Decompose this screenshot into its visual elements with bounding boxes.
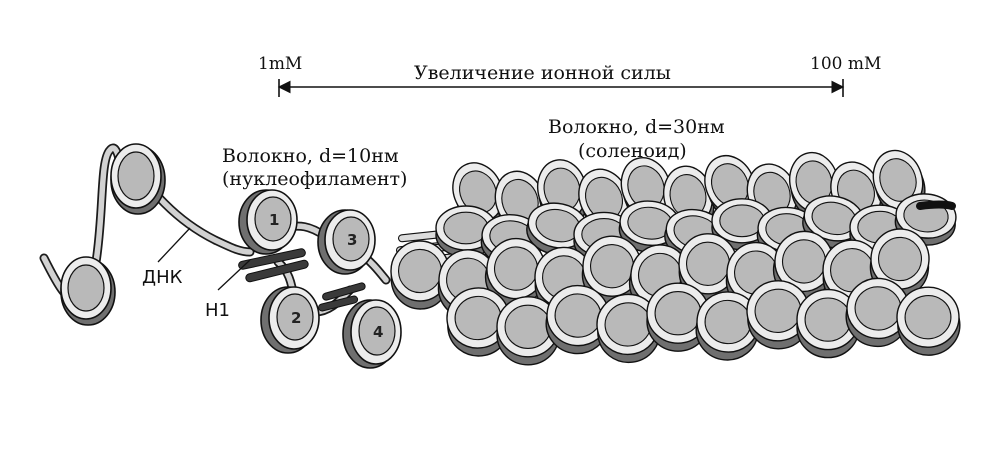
solenoid-dna-tail — [916, 200, 956, 210]
solenoid-fiber — [390, 149, 961, 366]
label-leaders — [157, 227, 251, 291]
ionic-right-label: 100 mM — [810, 54, 881, 74]
solenoid-nucleosome — [526, 202, 589, 256]
ionic-strength-scale: 1mM 100 mM Увеличение ионной силы — [258, 54, 881, 97]
solenoid-nucleosome — [695, 291, 760, 361]
solenoid-nucleosome — [646, 282, 710, 352]
nucleosome-3-number: 3 — [347, 231, 357, 249]
h1-rod — [245, 259, 309, 283]
solenoid-nucleosome — [496, 296, 560, 366]
solenoid-nucleosome — [484, 237, 546, 308]
nucleosome-4-number: 4 — [373, 323, 383, 341]
fiber10-subtitle: (нуклеофиламент) — [222, 168, 407, 190]
ionic-title-label: Увеличение ионной силы — [414, 62, 671, 84]
fiber30-subtitle: (соленоид) — [578, 140, 687, 162]
solenoid-nucleosome — [578, 168, 633, 235]
free-nucleosome-bottom-left — [60, 256, 116, 326]
h1-label: Н1 — [205, 300, 230, 321]
histone-h1-rods — [238, 248, 366, 312]
solenoid-nucleosome — [446, 287, 511, 357]
h1-leader-line — [217, 259, 251, 291]
solenoid-nucleosome — [845, 277, 910, 348]
solenoid-nucleosome — [390, 240, 450, 310]
nucleosome-3: 3 — [317, 209, 376, 275]
h1-rod — [238, 248, 306, 270]
nucleosome-1: 1 — [238, 189, 298, 255]
nucleosome-1-number: 1 — [269, 211, 279, 229]
dna-leader-line — [157, 227, 191, 263]
solenoid-nucleosome — [746, 280, 811, 350]
free-nucleosome-top-left — [110, 143, 166, 215]
fiber10-title: Волокно, d=10нм — [222, 145, 399, 167]
h1-rod — [318, 295, 359, 312]
ionic-left-label: 1mM — [258, 54, 302, 74]
nucleosome-4: 4 — [342, 299, 402, 369]
h1-rod — [322, 282, 366, 301]
dna-label: ДНК — [142, 267, 183, 288]
fiber30-title: Волокно, d=30нм — [548, 116, 725, 138]
nucleosome-2-number: 2 — [291, 309, 301, 327]
solenoid-nucleosome — [596, 293, 661, 364]
solenoid-nucleosome — [896, 286, 961, 356]
solenoid-nucleosome — [545, 284, 610, 355]
nucleosome-2: 2 — [260, 286, 320, 354]
